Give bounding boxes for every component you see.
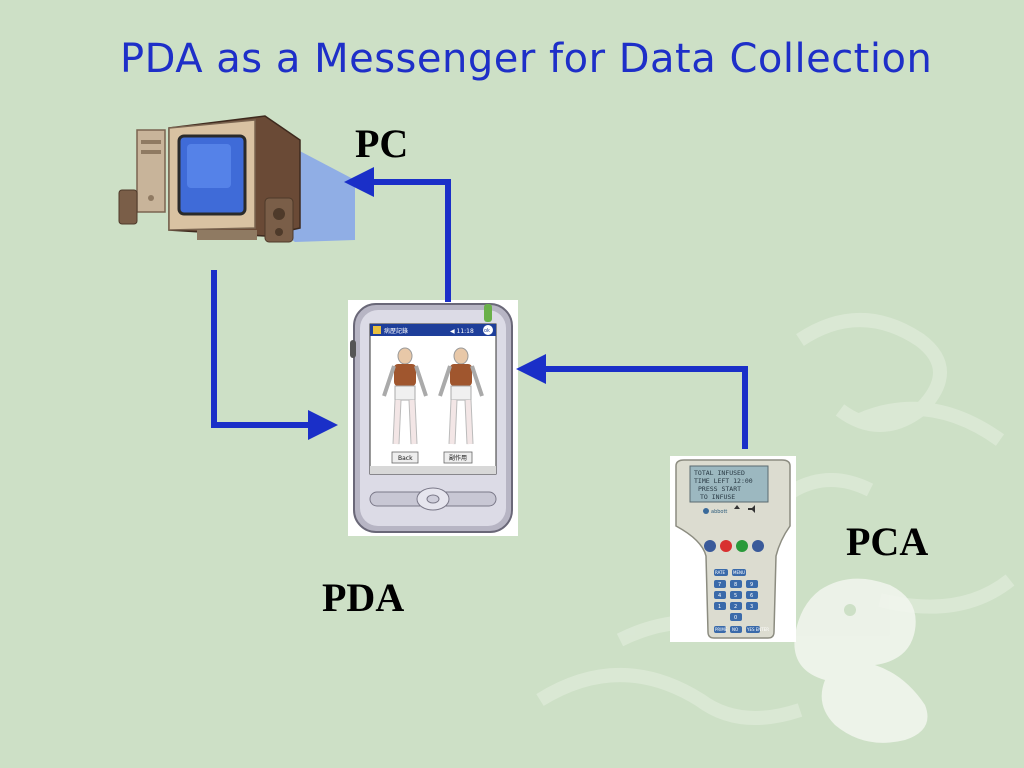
pca-key-label: 7 — [718, 582, 721, 588]
pca-key-0[interactable] — [730, 613, 742, 621]
windows-start-icon — [373, 326, 381, 334]
pca-key-label: 3 — [750, 604, 753, 610]
pca-key-rate[interactable]: RATE — [715, 570, 725, 575]
pca-lcd-line-2: TIME LEFT 12:00 — [694, 477, 753, 485]
pca-key-1[interactable] — [714, 602, 726, 610]
pda-back-button[interactable] — [391, 451, 419, 464]
pca-key-label: 1 — [718, 604, 721, 610]
pca-key-prime[interactable]: PRIME — [715, 627, 728, 632]
pca-pump-illustration: TOTAL INFUSED TIME LEFT 12:00 PRESS STAR… — [670, 456, 796, 642]
pca-key-label: 4 — [718, 593, 721, 599]
pca-key-4[interactable] — [714, 591, 726, 599]
pca-key-menu[interactable]: MENU — [733, 570, 745, 575]
pca-lcd-line-4: TO INFUSE — [700, 493, 735, 501]
pca-start-button[interactable] — [736, 540, 748, 552]
pc-computer-icon — [118, 115, 355, 243]
pca-key-3[interactable] — [746, 602, 758, 610]
body-figure-back — [438, 347, 484, 445]
pca-stop-button[interactable] — [720, 540, 732, 552]
pda-side-effect-button[interactable] — [443, 451, 473, 464]
pca-key-6[interactable] — [746, 591, 758, 599]
pda-back-label: Back — [398, 455, 413, 462]
pca-key-8[interactable] — [730, 580, 742, 588]
pca-help-button[interactable] — [752, 540, 764, 552]
pc-label: PC — [355, 121, 409, 166]
pca-keypad: 7 8 9 4 5 6 1 2 3 0 — [714, 580, 758, 621]
pca-down-button[interactable] — [704, 540, 716, 552]
pca-lcd-line-3: PRESS START — [698, 485, 741, 493]
pda-label: PDA — [322, 575, 405, 620]
dragon-ornament — [794, 578, 928, 743]
pca-key-label: 6 — [750, 593, 753, 599]
pda-ok-button[interactable]: ok — [484, 328, 490, 334]
pda-app-title: 病歷記錄 — [384, 327, 408, 335]
pda-side-effect-label: 副作用 — [449, 454, 467, 462]
pca-bell-icon — [734, 505, 740, 509]
pca-key-label: 5 — [734, 593, 737, 599]
body-figure-front — [382, 347, 428, 445]
pca-key-5[interactable] — [730, 591, 742, 599]
pca-key-9[interactable] — [746, 580, 758, 588]
pca-label: PCA — [846, 519, 929, 564]
pca-brand-logo-icon — [703, 508, 709, 514]
pca-brand: abbott — [711, 509, 727, 515]
pca-key-yes-enter[interactable]: YES ENTER — [746, 627, 769, 632]
pda-time: ◀ 11:18 — [450, 328, 474, 335]
slide-title: PDA as a Messenger for Data Collection — [120, 36, 933, 82]
pda-device-illustration: 病歷記錄 ◀ 11:18 ok Back 副作用 — [348, 300, 518, 536]
pca-key-7[interactable] — [714, 580, 726, 588]
pca-speaker-icon — [748, 505, 755, 513]
pca-key-no[interactable]: NO — [732, 627, 738, 632]
pca-key-2[interactable] — [730, 602, 742, 610]
pca-key-label: 2 — [734, 604, 737, 610]
pca-key-label: 8 — [734, 582, 737, 588]
pca-key-label: 0 — [734, 615, 737, 621]
pca-key-label: 9 — [750, 582, 753, 588]
pca-lcd-line-1: TOTAL INFUSED — [694, 469, 745, 477]
